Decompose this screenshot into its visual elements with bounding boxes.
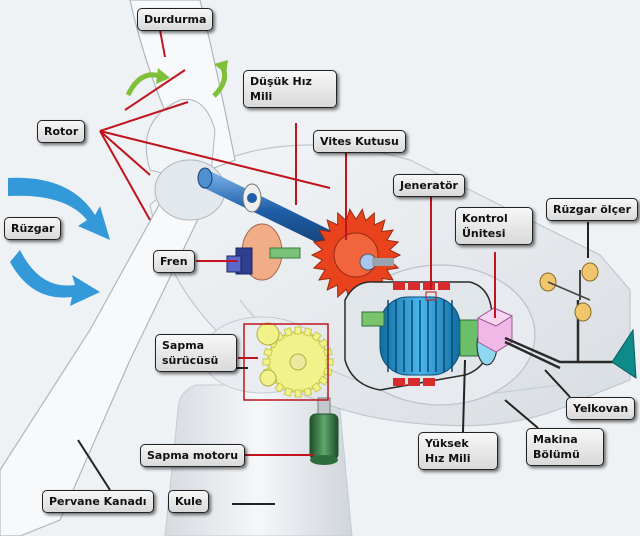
yaw-gear-tooth [303,327,313,337]
label-vites-kutusu: Vites Kutusu [313,130,406,153]
rotor-blades [0,0,236,536]
highlight-boxes [243,291,437,401]
label-dusuk-hiz-mili: Düşük Hız Mili [243,70,337,108]
yaw-gear-tooth [318,338,329,349]
label-sapma-motoru: Sapma motoru [140,444,246,467]
label-pervane-kanadi: Pervane Kanadı [42,490,154,513]
label-jenerator: Jeneratör [393,174,465,197]
label-durdurma: Durdurma [137,8,214,31]
anemometer [539,262,599,322]
generator [344,281,498,391]
wind-arrows [8,177,110,306]
vane [578,328,637,379]
durdurma-arrows [125,60,228,98]
yaw-drive [256,322,334,398]
yaw-gear-tooth [294,389,302,398]
yaw-gear-tooth [283,327,293,337]
yaw-gear-tooth [318,375,329,386]
leader-lines [77,29,589,505]
yaw-gear-tooth [311,331,322,342]
yaw-gear-tooth [274,382,285,393]
label-kule: Kule [168,490,210,513]
yaw-gear-tooth [294,326,302,335]
label-ruzgar-olcer: Rüzgar ölçer [546,198,638,221]
yaw-gear-tooth [263,347,273,357]
label-yuksek-hiz-mili: Yüksek Hız Mili [418,432,498,470]
label-makina-bolumu: Makina Bölümü [526,428,604,466]
gearbox [310,208,402,302]
low-speed-shaft [197,167,340,250]
label-rotor: Rotor [37,120,86,143]
yaw-gear-tooth [303,387,313,397]
yaw-gear-tooth [311,382,322,393]
yaw-gear-tooth [325,358,334,366]
yaw-gear-tooth [262,358,271,366]
label-yelkovan: Yelkovan [566,397,636,420]
label-ruzgar: Rüzgar [4,217,62,240]
yaw-gear-tooth [283,387,293,397]
label-kontrol-unitesi: Kontrol Ünitesi [455,207,533,245]
label-fren: Fren [153,250,195,273]
yaw-motor [309,397,339,465]
label-sapma-surucusu: Sapma sürücüsü [155,334,237,372]
